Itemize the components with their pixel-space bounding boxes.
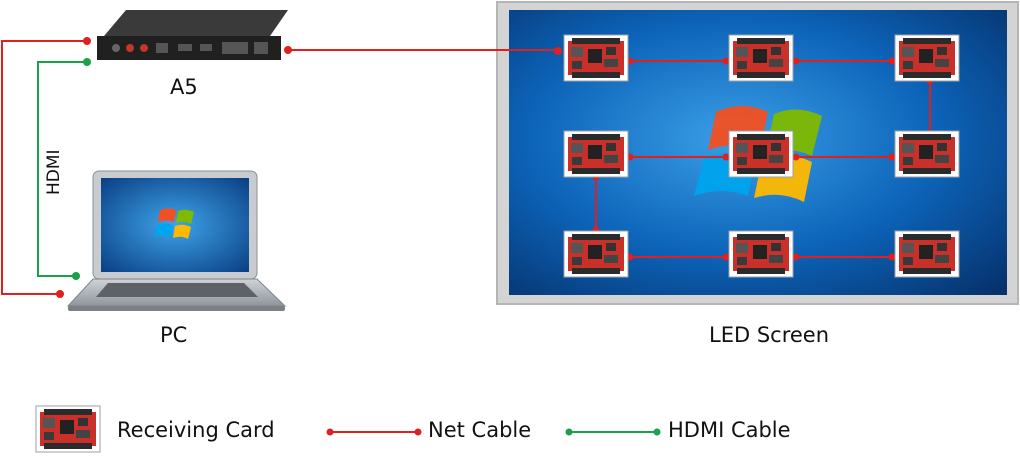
legend-net-cable-swatch xyxy=(326,428,422,436)
receiving-card-icon xyxy=(563,130,629,178)
receiving-card-icon xyxy=(563,230,629,278)
legend-receiving-card-label: Receiving Card xyxy=(117,418,275,442)
hdmi-cable-dot xyxy=(83,58,91,66)
legend-hdmi-cable-swatch xyxy=(565,428,661,436)
controller-label: A5 xyxy=(170,75,198,99)
legend-net-cable-label: Net Cable xyxy=(428,418,532,442)
receiving-card-icon xyxy=(894,130,960,178)
receiving-card-icon xyxy=(728,34,794,82)
net-cable-pc-to-controller xyxy=(1,40,87,295)
led-screen-label: LED Screen xyxy=(709,323,830,347)
legend-receiving-card-icon xyxy=(35,405,101,453)
receiving-card-icon xyxy=(728,230,794,278)
hdmi-cable-pc-to-controller xyxy=(37,61,87,277)
net-cable-dot xyxy=(83,37,91,45)
pc-label: PC xyxy=(160,323,188,347)
receiving-card-icon xyxy=(563,34,629,82)
receiving-card-icon xyxy=(894,230,960,278)
net-cable-dot xyxy=(56,290,64,298)
net-cable-dot xyxy=(284,46,292,54)
receiving-card-icon xyxy=(728,130,794,178)
controller-box-icon xyxy=(97,10,288,60)
hdmi-label: HDMI xyxy=(44,149,64,195)
hdmi-cable-dot xyxy=(72,272,80,280)
laptop-icon xyxy=(66,170,287,311)
legend-hdmi-cable-label: HDMI Cable xyxy=(668,418,791,442)
net-cable-screen-chain xyxy=(595,60,931,258)
receiving-card-icon xyxy=(894,34,960,82)
